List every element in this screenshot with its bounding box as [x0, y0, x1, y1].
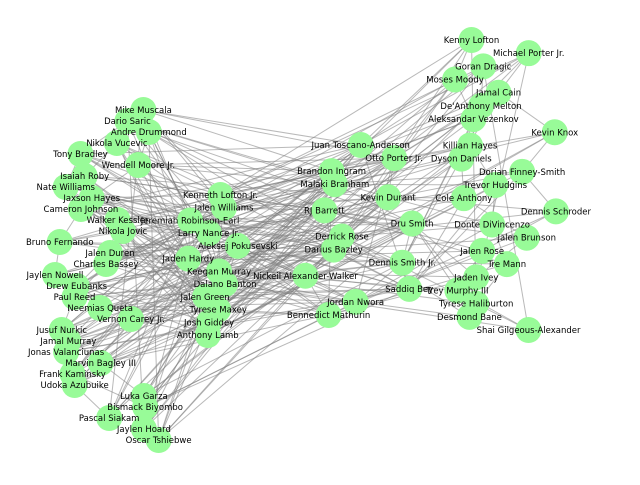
node-label: Jalen Rose [459, 247, 504, 257]
node-label: Anthony Lamb [177, 331, 239, 341]
node-label: Isaiah Roby [60, 172, 109, 182]
node-label: Jaxson Hayes [62, 194, 120, 204]
node-label: Charles Bassey [74, 260, 139, 270]
node-label: Jalen Williams [193, 204, 254, 214]
node-label: Larry Nance Jr. [178, 229, 240, 239]
node-label: Pascal Siakam [79, 414, 140, 424]
edge [145, 315, 328, 407]
node-label: Tyrese Maxey [188, 306, 246, 316]
node-label: Trey Murphy III [425, 286, 488, 296]
node-label: Jamal Murray [39, 337, 96, 347]
node-label: Keegan Murray [187, 267, 251, 277]
node-label: Paul Reed [54, 293, 96, 303]
node-label: Josh Giddey [183, 318, 234, 328]
node-label: Jalen Duren [84, 249, 134, 259]
node-label: Juan Toscano-Anderson [311, 141, 410, 151]
node-label: Dru Smith [391, 219, 434, 229]
node-label: Luka Garza [120, 392, 168, 402]
node-label: Dennis Schroder [521, 207, 592, 217]
node-label: Jalen Brunson [496, 234, 556, 244]
node-label: Dyson Daniels [431, 155, 492, 165]
node-label: Bismack Biyombo [107, 403, 183, 413]
node-label: RJ Barrett [304, 206, 345, 216]
node-label: Udoka Azubuike [41, 381, 109, 391]
node-label: Oscar Tshiebwe [126, 436, 192, 446]
node-label: Jonas Valanciunas [27, 348, 105, 358]
node-label: Derrick Rose [315, 233, 369, 243]
node-label: Drew Eubanks [46, 282, 107, 292]
node-label: Mike Muscala [115, 106, 172, 116]
node-label: Vernon Carey Jr. [97, 315, 165, 325]
node-label: Jaylen Hoard [116, 425, 171, 435]
node-label: Nikola Jovic [99, 227, 148, 237]
node-label: Otto Porter Jr. [365, 154, 422, 164]
node-label: Dario Saric [104, 117, 151, 127]
node-label: Neemias Queta [67, 304, 133, 314]
node-label: Bruno Fernando [26, 238, 94, 248]
node-label: Dalano Banton [194, 280, 257, 290]
node-label: Bennedict Mathurin [287, 311, 370, 321]
node-label: Goran Dragic [455, 62, 512, 72]
node-label: Andre Drummond [111, 128, 187, 138]
node-label: Malaki Branham [300, 180, 369, 190]
node-label: Jeremiah Robinson-Earl [140, 216, 240, 226]
node-label: Kevin Knox [531, 128, 578, 138]
node-label: Tyrese Haliburton [438, 300, 513, 310]
node-label: Jaden Hardy [161, 255, 214, 265]
node-label: Trevor Hudgins [462, 181, 527, 191]
node-label: De'Anthony Melton [440, 102, 521, 112]
node-label: Tre Mann [487, 260, 527, 270]
node-label: Dorian Finney-Smith [479, 168, 565, 178]
node-label: Jamal Cain [475, 89, 521, 99]
node-label: Donte DiVincenzo [454, 221, 530, 231]
node-label: Jusuf Nurkic [35, 326, 87, 336]
node-label: Jalen Green [180, 293, 230, 303]
node-label: Kevin Durant [361, 193, 417, 203]
node-label: Walker Kessler [87, 216, 149, 226]
node-label: Kenny Lofton [444, 36, 499, 46]
node-label: Cameron Johnson [44, 205, 119, 215]
node-label: Nickeil Alexander-Walker [253, 272, 358, 282]
node-label: Marvin Bagley III [65, 359, 136, 369]
node-label: Tony Bradley [52, 150, 108, 160]
node-label: Cole Anthony [435, 194, 492, 204]
node-label: Frank Kaminsky [39, 370, 106, 380]
node-label: Wendell Moore Jr. [102, 161, 175, 171]
node-label: Moses Moody [426, 76, 483, 86]
node-label: Jordan Nwora [326, 298, 384, 308]
node-label: Jaden Ivey [453, 273, 498, 283]
node-label: Jaylen Nowell [26, 271, 84, 281]
node-label: Desmond Bane [437, 313, 502, 323]
node-label: Killian Hayes [443, 141, 498, 151]
node-label: Dennis Smith Jr. [369, 259, 436, 269]
node-label: Brandon Ingram [297, 167, 366, 177]
node-label: Shai Gilgeous-Alexander [477, 326, 581, 336]
node-label: Kenneth Lofton Jr. [183, 191, 258, 201]
node-label: Aleksej Pokusevski [198, 242, 278, 252]
node-label: Michael Porter Jr. [493, 49, 564, 59]
node-label: Nate Williams [37, 183, 96, 193]
node-label: Darius Bazley [304, 246, 362, 256]
node-label: Aleksandar Vezenkov [428, 115, 518, 125]
node-label: Nikola Vucevic [86, 139, 148, 149]
